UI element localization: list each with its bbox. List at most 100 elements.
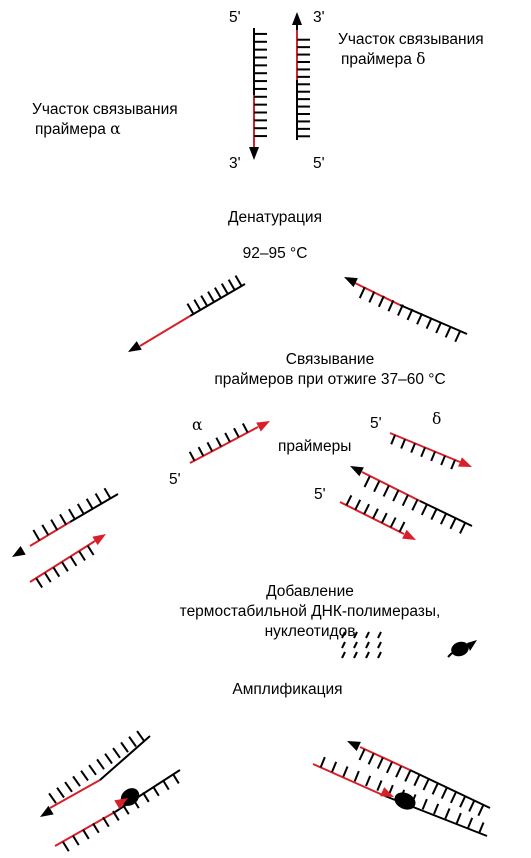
- denatured-right-arrow-head: [344, 277, 358, 288]
- amp-left-primer-arrow-head: [114, 798, 128, 809]
- primer-alpha-5prime: 5': [169, 471, 181, 488]
- addition-label-line3: нуклеотидов: [264, 623, 356, 640]
- nucleotide-dash: [353, 651, 358, 659]
- primers-label: праймеры: [278, 438, 352, 455]
- annealed-right-template-tick: [430, 508, 438, 521]
- amplification-label: Амплификация: [232, 681, 343, 698]
- delta-symbol: δ: [416, 50, 426, 68]
- amp-right-template-tick: [459, 795, 467, 808]
- amp-right-template-tick: [386, 761, 393, 774]
- denatured-right-base-tick: [358, 286, 366, 299]
- amp-left-template-tick: [72, 775, 81, 787]
- annealed-right-template-tick: [363, 475, 371, 488]
- annealing-label-line2: праймеров при отжиге 37–60 °C: [214, 371, 446, 388]
- site-delta-label-line2: праймера δ: [341, 50, 426, 68]
- annealed-right-template-tick: [449, 517, 457, 530]
- primer-alpha-base-tick: [233, 427, 240, 438]
- annealed-right-template-tick: [439, 512, 448, 525]
- primer-delta-base-tick: [430, 451, 436, 462]
- annealed-right-primer-tick: [345, 494, 353, 506]
- amp-left-primer-tick: [72, 835, 80, 846]
- addition-label-line1: Добавление: [266, 583, 354, 600]
- annealed-left-primer-tick: [35, 577, 44, 589]
- amp-left-template-tick: [64, 781, 73, 793]
- annealed-right-template-tick: [420, 503, 428, 516]
- right-strand-arrow-head: [292, 12, 302, 25]
- amp-right-template-black: [409, 769, 491, 809]
- annealed-left-template-tick: [50, 519, 59, 531]
- amp-right-primer-tick: [444, 808, 451, 820]
- amp-left-primer-red: [54, 811, 116, 847]
- addition-label-line2: термостабильной ДНК-полимеразы,: [179, 603, 441, 620]
- annealed-left-template-tick: [76, 503, 85, 515]
- denatured-right-base-tick: [377, 295, 385, 308]
- amp-right-primer-tick: [342, 766, 349, 778]
- amp-right-template-tick: [468, 800, 476, 812]
- amp-left-primer-tick: [82, 829, 90, 840]
- amp-left-primer-tick: [122, 804, 130, 815]
- annealed-right-template-tick: [459, 522, 467, 534]
- amp-left-primer-tick: [162, 779, 170, 791]
- amp-left-polymerase-icon: [120, 788, 140, 806]
- denatured-right-base-tick: [368, 291, 376, 303]
- denatured-right-base-tick: [406, 308, 414, 321]
- denatured-right-base-tick: [416, 312, 423, 325]
- amp-left-primer-tick: [172, 773, 180, 784]
- denatured-left-red-segment: [139, 315, 191, 347]
- amp-right-primer-tick: [433, 803, 440, 815]
- denatured-right-base-tick: [444, 326, 452, 338]
- denatured-right-base-tick: [397, 304, 404, 316]
- primer-delta-base-tick: [410, 442, 416, 453]
- amp-left-template-tick: [112, 747, 121, 759]
- amp-right-primer-tick: [467, 817, 474, 829]
- annealed-right-template-tick: [411, 499, 419, 511]
- amp-left-template-tick: [96, 758, 105, 770]
- annealed-right-template-tick: [392, 489, 400, 502]
- site-alpha-label-line2: праймера α: [35, 120, 121, 138]
- denaturation-temp-label: 92–95 °C: [242, 245, 308, 262]
- polymerase-icon: [451, 641, 469, 657]
- amp-right-polymerase-icon: [394, 792, 416, 810]
- primer-delta-5prime: 5': [370, 415, 382, 432]
- amp-right-template-tick: [413, 774, 421, 787]
- amp-right-primer-tick: [365, 775, 372, 787]
- primer-alpha-strand: [189, 426, 259, 464]
- amp-left-template-tick: [56, 787, 65, 799]
- amp-right-template-tick: [404, 770, 412, 782]
- primer-alpha-base-tick: [197, 446, 205, 457]
- amp-right-template-tick: [367, 753, 375, 765]
- annealed-right-primer-tick: [372, 508, 379, 519]
- amp-right-primer-arrow-head: [380, 787, 394, 797]
- amp-left-template-tick: [136, 730, 145, 742]
- amp-right-primer-tick: [455, 812, 462, 824]
- denatured-right-base-tick: [435, 321, 443, 334]
- primer-delta-arrow-head: [458, 457, 472, 467]
- denaturation-label: Денатурация: [228, 209, 322, 226]
- amp-left-primer-tick: [112, 810, 120, 821]
- annealed-left-arrow-head: [12, 546, 26, 557]
- denatured-left-black-segment: [189, 283, 246, 317]
- primer-delta-base-tick: [420, 447, 426, 458]
- amp-left-primer-tick: [62, 841, 70, 852]
- primer-alpha-symbol: α: [192, 416, 203, 434]
- denatured-left-base-tick: [220, 283, 229, 295]
- annealed-left-primer-tick: [52, 566, 61, 578]
- amp-right-template-tick: [440, 787, 448, 800]
- nucleotide-dash: [365, 631, 370, 639]
- denatured-left-base-tick: [234, 275, 243, 287]
- annealed-left-template-tick: [85, 498, 94, 510]
- annealed-left-template-tick: [103, 487, 112, 500]
- amp-left-primer-tick: [152, 785, 160, 797]
- primer-alpha-base-tick: [215, 437, 222, 447]
- amp-left-template-tick: [88, 764, 97, 776]
- amp-right-template-tick: [477, 804, 485, 817]
- primer-alpha-arrow-head: [256, 421, 270, 432]
- primer-alpha-base-tick: [224, 432, 231, 443]
- primer-delta-symbol: δ: [432, 410, 442, 428]
- nucleotide-dash: [341, 651, 346, 659]
- amp-left-primer-tick: [102, 816, 110, 828]
- annealed-right-template-red: [361, 471, 421, 502]
- denatured-right-base-tick: [454, 330, 462, 343]
- annealed-left-primer-tick: [61, 561, 69, 572]
